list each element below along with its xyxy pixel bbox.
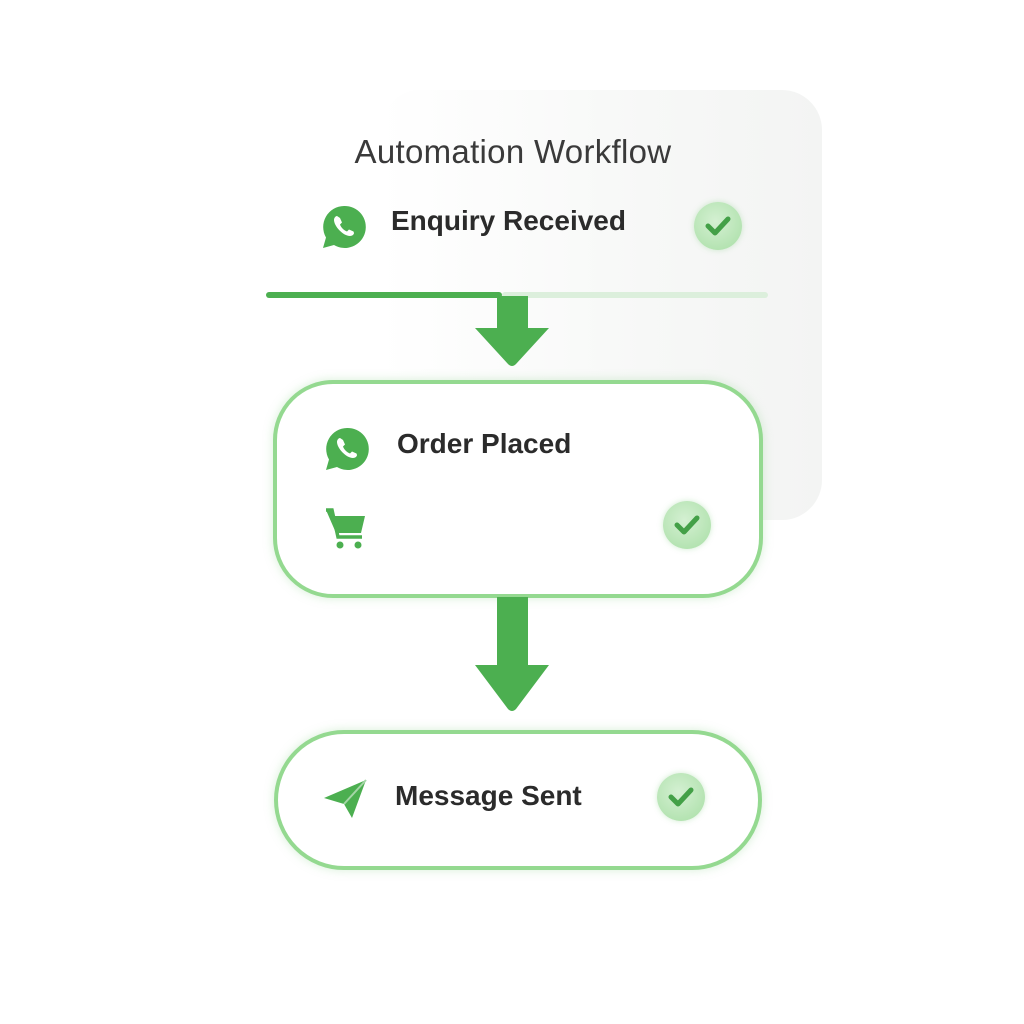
step-label-enquiry-received: Enquiry Received	[391, 205, 626, 236]
progress-bar-track	[501, 292, 768, 298]
workflow-title: Automation Workflow	[354, 133, 672, 170]
step-label-order-placed: Order Placed	[397, 428, 572, 459]
check-icon	[694, 202, 742, 250]
progress-bar-fill	[266, 292, 502, 298]
step-label-message-sent: Message Sent	[395, 780, 582, 811]
whatsapp-icon	[323, 425, 371, 473]
whatsapp-icon	[320, 203, 368, 251]
send-icon	[324, 779, 367, 818]
check-icon	[657, 773, 705, 821]
arrow-down-icon	[475, 597, 549, 711]
arrow-down-icon	[475, 296, 549, 366]
cart-icon	[326, 508, 365, 549]
step-card-order-placed[interactable]	[273, 380, 763, 598]
check-icon	[663, 501, 711, 549]
